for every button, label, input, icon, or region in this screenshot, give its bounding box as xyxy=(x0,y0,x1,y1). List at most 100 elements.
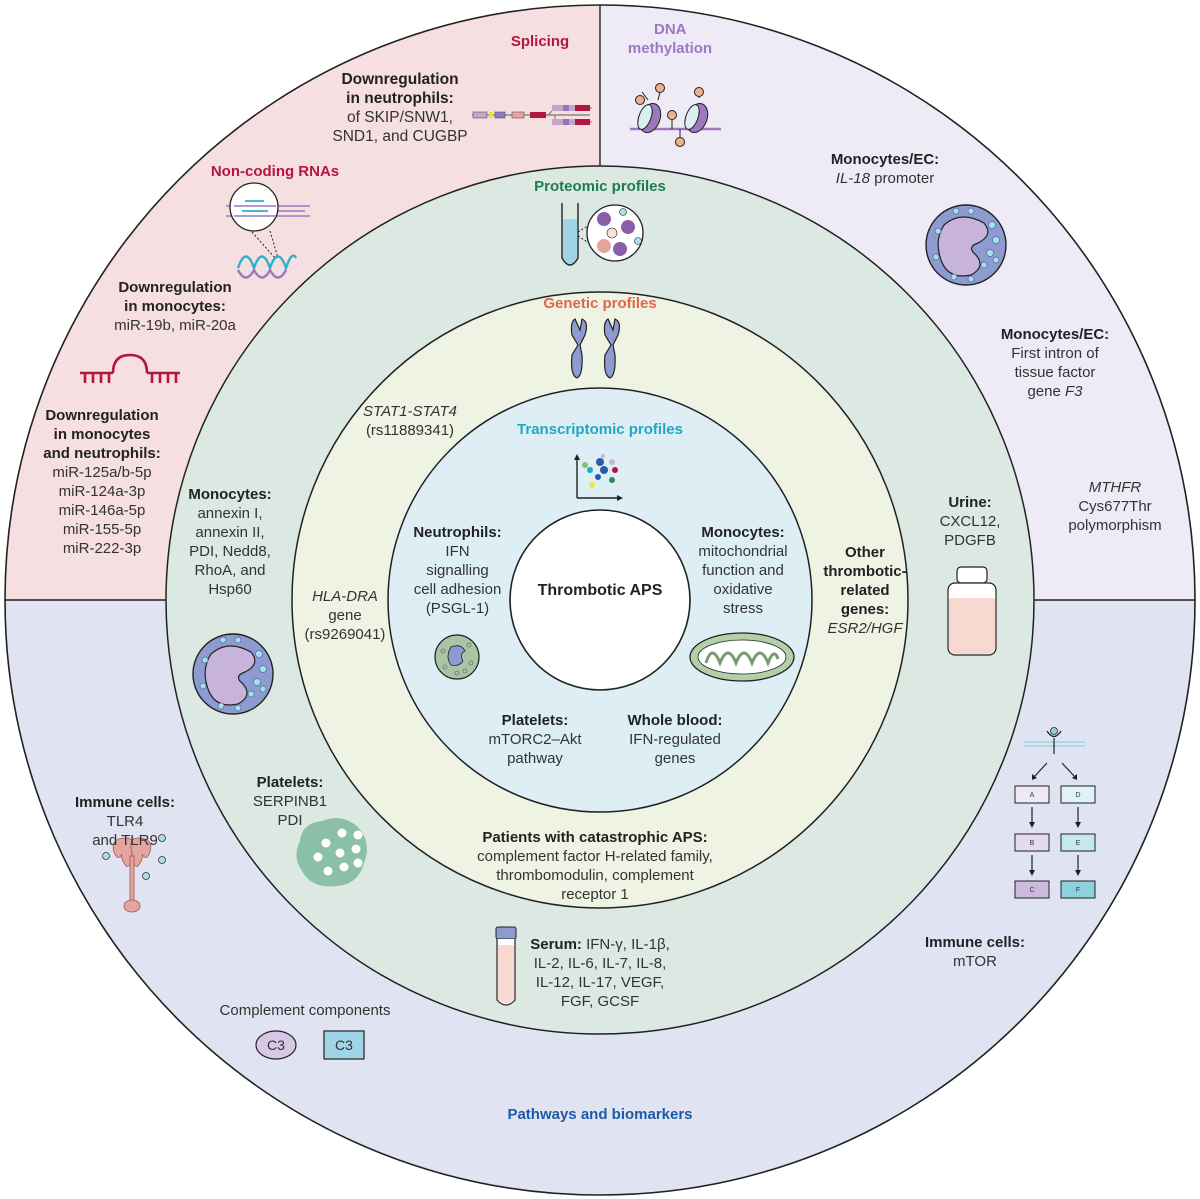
dna-title-line-2: methylation xyxy=(627,40,713,57)
section-title-pathways-biomarkers: Pathways and biomarkers xyxy=(507,1106,693,1123)
body: mTOR xyxy=(953,953,997,970)
body: thrombomodulin, complement xyxy=(496,867,694,884)
body-first: Serum: IFN-γ, IL-1β, xyxy=(525,935,675,954)
body: IFN-regulated xyxy=(629,731,721,748)
body: miR-124a-3p xyxy=(58,483,146,500)
label-proteomic-urine: Urine: CXCL12, PDGFB xyxy=(930,493,1010,550)
label-complement-components: Complement components xyxy=(205,1001,405,1020)
head: and neutrophils: xyxy=(43,445,161,462)
body: miR-222-3p xyxy=(62,540,142,557)
label-dna-f3: Monocytes/EC: First intron of tissue fac… xyxy=(985,325,1125,401)
head: genes: xyxy=(840,601,890,618)
head: Neutrophils: xyxy=(413,524,502,541)
body: (rs11889341) xyxy=(365,422,455,439)
body: FGF, GCSF xyxy=(560,993,640,1010)
head: Platelets: xyxy=(256,774,324,791)
body: PDGFB xyxy=(944,532,996,549)
pathway-box-f xyxy=(1060,880,1096,899)
body: Hsp60 xyxy=(208,581,252,598)
chromosome-icon xyxy=(570,318,621,379)
pathway-box-d-label: D xyxy=(1075,792,1080,799)
gene-f3: F3 xyxy=(1065,383,1083,400)
body: IL-12, IL-17, VEGF, xyxy=(535,974,665,991)
pathway-box-a-label: A xyxy=(1030,792,1035,799)
complement-c3-ellipse-label: C3 xyxy=(267,1037,285,1053)
label-transcriptomic-neutrophils: Neutrophils: IFN signalling cell adhesio… xyxy=(405,523,510,618)
head: Immune cells: xyxy=(924,934,1026,951)
dna-methylation-icon xyxy=(630,83,721,147)
body: PDI xyxy=(277,812,303,829)
head: Patients with catastrophic APS: xyxy=(482,829,708,846)
center-title-line-2: APS xyxy=(629,582,663,599)
label-proteomic-platelets: Platelets: SERPINB1 PDI xyxy=(245,773,335,830)
body: (rs9269041) xyxy=(304,626,386,643)
section-title-genetic-profiles: Genetic profiles xyxy=(543,295,657,312)
head: Immune cells: xyxy=(74,794,176,811)
body: CXCL12, xyxy=(939,513,1001,530)
label-pathways-immune-mtor: Immune cells: mTOR xyxy=(920,933,1030,971)
body: stress xyxy=(722,600,763,617)
mirna-hairpin-icon xyxy=(80,353,180,383)
label-proteomic-catastrophic: Patients with catastrophic APS: compleme… xyxy=(460,828,730,904)
head: Monocytes: xyxy=(188,486,272,503)
gene-esr2-hgf: ESR2/HGF xyxy=(827,620,903,637)
label-dna-mthfr: MTHFR Cys677Thr polymorphism xyxy=(1055,478,1175,535)
body: receptor 1 xyxy=(561,886,629,903)
body: signalling xyxy=(426,562,489,579)
body: First intron of xyxy=(1011,345,1099,362)
gene-stat1-stat4: STAT1-STAT4 xyxy=(363,403,457,420)
label-proteomic-serum: Serum: IFN-γ, IL-1β, IL-2, IL-6, IL-7, I… xyxy=(525,935,675,1011)
label-splicing-neutrophils: Downregulation in neutrophils: of SKIP/S… xyxy=(320,70,480,146)
body: of SKIP/SNW1, xyxy=(347,109,453,126)
body: polymorphism xyxy=(1068,517,1162,534)
center-circle xyxy=(509,509,691,691)
center-title-line-1: Thrombotic xyxy=(537,582,626,599)
section-title-splicing: Splicing xyxy=(510,33,570,50)
ncrna-magnifier-icon xyxy=(226,182,310,279)
body: miR-19b, miR-20a xyxy=(114,317,236,334)
body: SND1, and CUGBP xyxy=(332,128,468,145)
label-transcriptomic-whole-blood: Whole blood: IFN-regulated genes xyxy=(615,711,735,768)
body: tissue factor xyxy=(1014,364,1096,381)
label-pathways-immune-tlr: Immune cells: TLR4 and TLR9 xyxy=(70,793,180,850)
body: mTORC2–Akt xyxy=(488,731,582,748)
section-title-proteomic-profiles: Proteomic profiles xyxy=(534,178,666,195)
head: Serum: xyxy=(530,936,582,953)
splicing-icon xyxy=(472,105,592,125)
pathway-box-c-label: C xyxy=(1029,887,1034,894)
body: complement factor H-related family, xyxy=(477,848,713,865)
label-dna-il18: Monocytes/EC: IL-18 promoter xyxy=(810,150,960,188)
body: TLR4 xyxy=(106,813,144,830)
body-rest: promoter xyxy=(870,170,935,187)
body: miR-155-5p xyxy=(62,521,142,538)
body: pathway xyxy=(507,750,563,767)
label-proteomic-monocytes: Monocytes: annexin I, annexin II, PDI, N… xyxy=(180,485,280,599)
head: Downregulation xyxy=(45,407,159,424)
section-title-non-coding-rnas: Non-coding RNAs xyxy=(210,163,340,180)
body: PDI, Nedd8, xyxy=(189,543,271,560)
label-genetic-other: Other thrombotic- related genes: ESR2/HG… xyxy=(815,543,915,638)
complement-c3-ellipse: C3 xyxy=(255,1030,297,1060)
section-title-transcriptomic-profiles: Transcriptomic profiles xyxy=(517,421,683,438)
head: Other xyxy=(844,544,885,561)
pathway-box-f-label: F xyxy=(1076,887,1080,894)
head: Monocytes/EC: xyxy=(1000,326,1110,343)
serum-tube-icon xyxy=(495,926,517,1006)
body: gene xyxy=(328,607,362,624)
head: Downregulation xyxy=(341,71,459,88)
dna-title-line-1: DNA xyxy=(654,21,686,38)
body: annexin II, xyxy=(195,524,265,541)
urine-bottle-icon xyxy=(947,566,997,656)
body: gene F3 xyxy=(985,382,1125,401)
platelet-icon xyxy=(296,818,367,887)
head: related xyxy=(840,582,890,599)
gene-il18: IL-18 xyxy=(835,170,870,187)
body: IFN xyxy=(445,543,470,560)
body: miR-125a/b-5p xyxy=(52,464,152,481)
label-transcriptomic-monocytes: Monocytes: mitochondrial function and ox… xyxy=(688,523,798,618)
body: oxidative xyxy=(713,581,773,598)
pathway-box-a xyxy=(1014,785,1050,804)
head: Whole blood: xyxy=(627,712,723,729)
mtor-pathway-icon: A B C D E F xyxy=(1014,727,1096,899)
